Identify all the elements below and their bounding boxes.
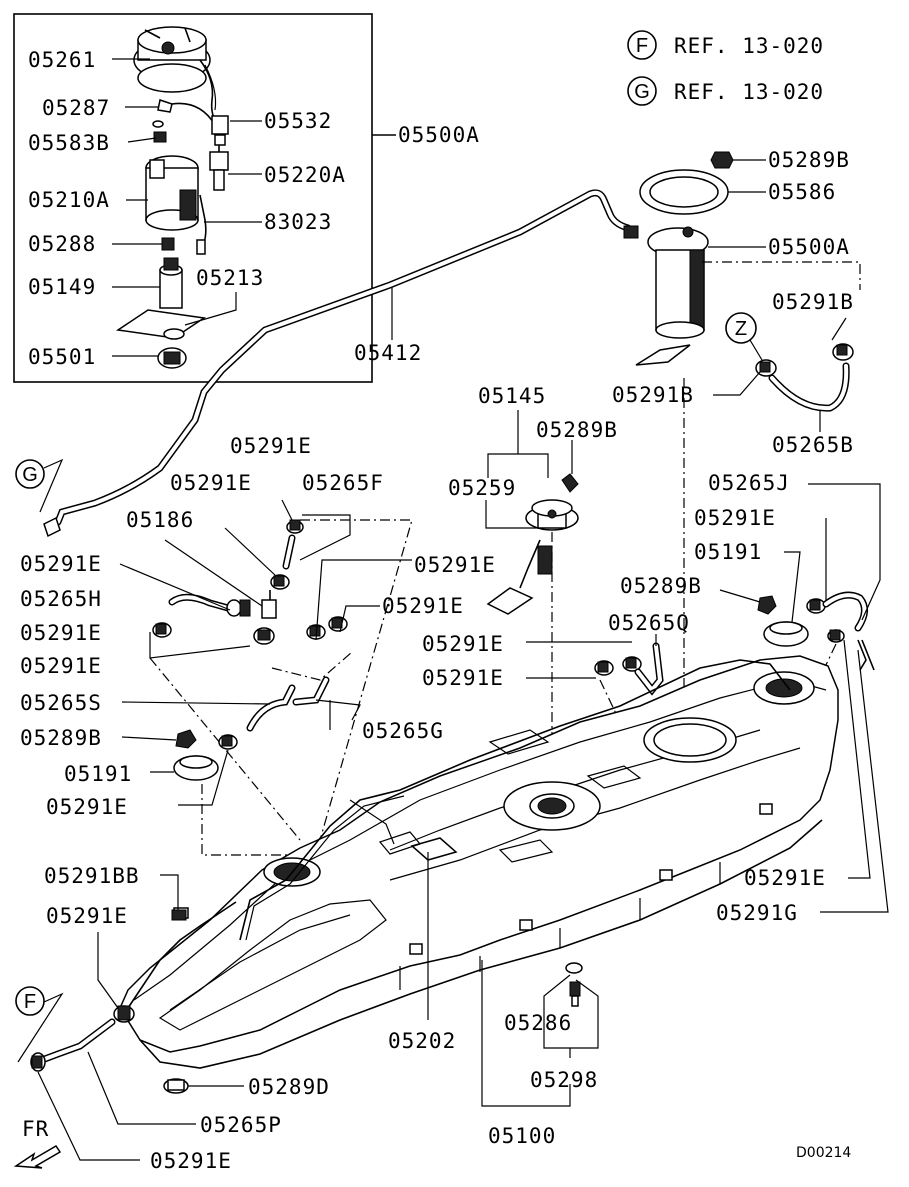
right-clamp-group (719, 483, 889, 913)
label-05291g: 05291G (716, 901, 798, 925)
diagram-code: D00214 (796, 1145, 851, 1161)
pump-inset-box (13, 13, 396, 383)
pump-flange-cap (133, 26, 211, 93)
callout-g: G (15, 458, 64, 513)
label-05291e-9: 05291E (422, 632, 504, 656)
clamp-05291b (713, 317, 854, 396)
ref-legend: F REF. 13-020 G REF. 13-020 (627, 30, 824, 106)
label-05202: 05202 (388, 1029, 456, 1053)
label-05210a: 05210A (28, 188, 110, 212)
callout-f: F (15, 986, 64, 1063)
label-05291e-6: 05291E (46, 795, 128, 819)
fuel-tank-05100 (119, 655, 839, 1069)
label-05287: 05287 (42, 96, 110, 120)
label-05291e-2: 05291E (170, 471, 252, 495)
ref-g-text: REF. 13-020 (674, 80, 824, 104)
label-05289d: 05289D (248, 1075, 330, 1099)
bolt-05286-05298 (543, 962, 599, 1058)
label-05291e-10: 05291E (422, 666, 504, 690)
clip-05291bb (160, 874, 187, 921)
left-hose-cluster (119, 499, 413, 856)
connector-05532 (211, 115, 229, 146)
label-05500a-box: 05500A (398, 123, 480, 147)
label-05291e-13: 05291E (46, 904, 128, 928)
label-05532: 05532 (264, 109, 332, 133)
front-arrow-icon: FR (13, 1117, 62, 1169)
label-05265g: 05265G (362, 719, 444, 743)
label-05145: 05145 (478, 384, 546, 408)
label-05265s: 05265S (20, 691, 102, 715)
svg-text:Z: Z (735, 318, 747, 340)
label-05291e-8: 05291E (382, 594, 464, 618)
label-05149: 05149 (28, 275, 96, 299)
label-05412: 05412 (354, 341, 422, 365)
label-05291e-11: 05291E (694, 506, 776, 530)
label-05265p: 05265P (200, 1113, 282, 1137)
label-05100: 05100 (488, 1124, 556, 1148)
fuel-pump-assembly-05500a (635, 226, 766, 366)
svg-text:F: F (24, 991, 36, 1013)
label-05298: 05298 (530, 1068, 598, 1092)
hose-05265b (768, 362, 850, 432)
leader-05100 (481, 960, 571, 1107)
label-83023: 83023 (264, 210, 332, 234)
label-05291e-14: 05291E (150, 1149, 232, 1173)
o-ring-05583b (152, 120, 164, 128)
pump-housing-05210a (145, 155, 199, 231)
label-05286: 05286 (504, 1011, 572, 1035)
label-05586: 05586 (768, 180, 836, 204)
label-05261: 05261 (28, 48, 96, 72)
label-05265f: 05265F (302, 471, 384, 495)
pump-motor-05149 (159, 257, 183, 309)
label-05288: 05288 (28, 232, 96, 256)
label-05289b-top: 05289B (768, 148, 850, 172)
connector-05220a (209, 145, 229, 191)
clip-05287 (157, 99, 216, 126)
label-05501: 05501 (28, 345, 96, 369)
label-05291e-3: 05291E (20, 552, 102, 576)
label-05186: 05186 (126, 508, 194, 532)
label-05213: 05213 (196, 266, 264, 290)
label-05291b-a: 05291B (772, 290, 854, 314)
label-05291e-7: 05291E (414, 553, 496, 577)
label-05289b-left: 05289B (20, 726, 102, 750)
seal-ring-05586 (639, 169, 766, 215)
label-05291e-5: 05291E (20, 654, 102, 678)
label-05291e-4: 05291E (20, 621, 102, 645)
seal-05288 (161, 237, 175, 251)
label-05265j: 05265J (708, 471, 790, 495)
label-05291b-b: 05291B (612, 383, 694, 407)
front-label: FR (22, 1117, 49, 1141)
inset-leaders (112, 58, 262, 357)
label-05289b-right: 05289B (620, 574, 702, 598)
ref-f-text: REF. 13-020 (674, 34, 824, 58)
filter-05583b (153, 131, 167, 143)
part-number-labels: 05261 05287 05583B 05210A 05288 05149 05… (20, 48, 854, 1173)
strainer-plate (115, 309, 207, 339)
label-05259: 05259 (448, 476, 516, 500)
sender-05145-group (485, 410, 579, 780)
nut-05289b-top (710, 151, 766, 169)
label-05265h: 05265H (20, 587, 102, 611)
nut-05289d (163, 1078, 244, 1094)
label-05583b: 05583B (28, 131, 110, 155)
label-05191-right: 05191 (694, 540, 762, 564)
ref-f-circle: F (636, 35, 648, 57)
svg-text:G: G (22, 464, 38, 486)
ref-g-circle: G (634, 81, 650, 103)
middle-clamp-group (526, 634, 664, 723)
label-05291e-1: 05291E (230, 434, 312, 458)
label-05500a: 05500A (768, 235, 850, 259)
callout-z-top: Z (725, 312, 763, 361)
label-05291bb: 05291BB (44, 864, 140, 888)
label-05265b: 05265B (772, 433, 854, 457)
label-05289b-mid: 05289B (536, 418, 618, 442)
label-05220a: 05220A (264, 163, 346, 187)
fuel-line-05412 (43, 189, 639, 538)
label-05265q: 05265Q (608, 611, 690, 635)
label-05291e-12: 05291E (744, 866, 826, 890)
hose-05265p (30, 932, 196, 1161)
label-05191-left: 05191 (64, 762, 132, 786)
